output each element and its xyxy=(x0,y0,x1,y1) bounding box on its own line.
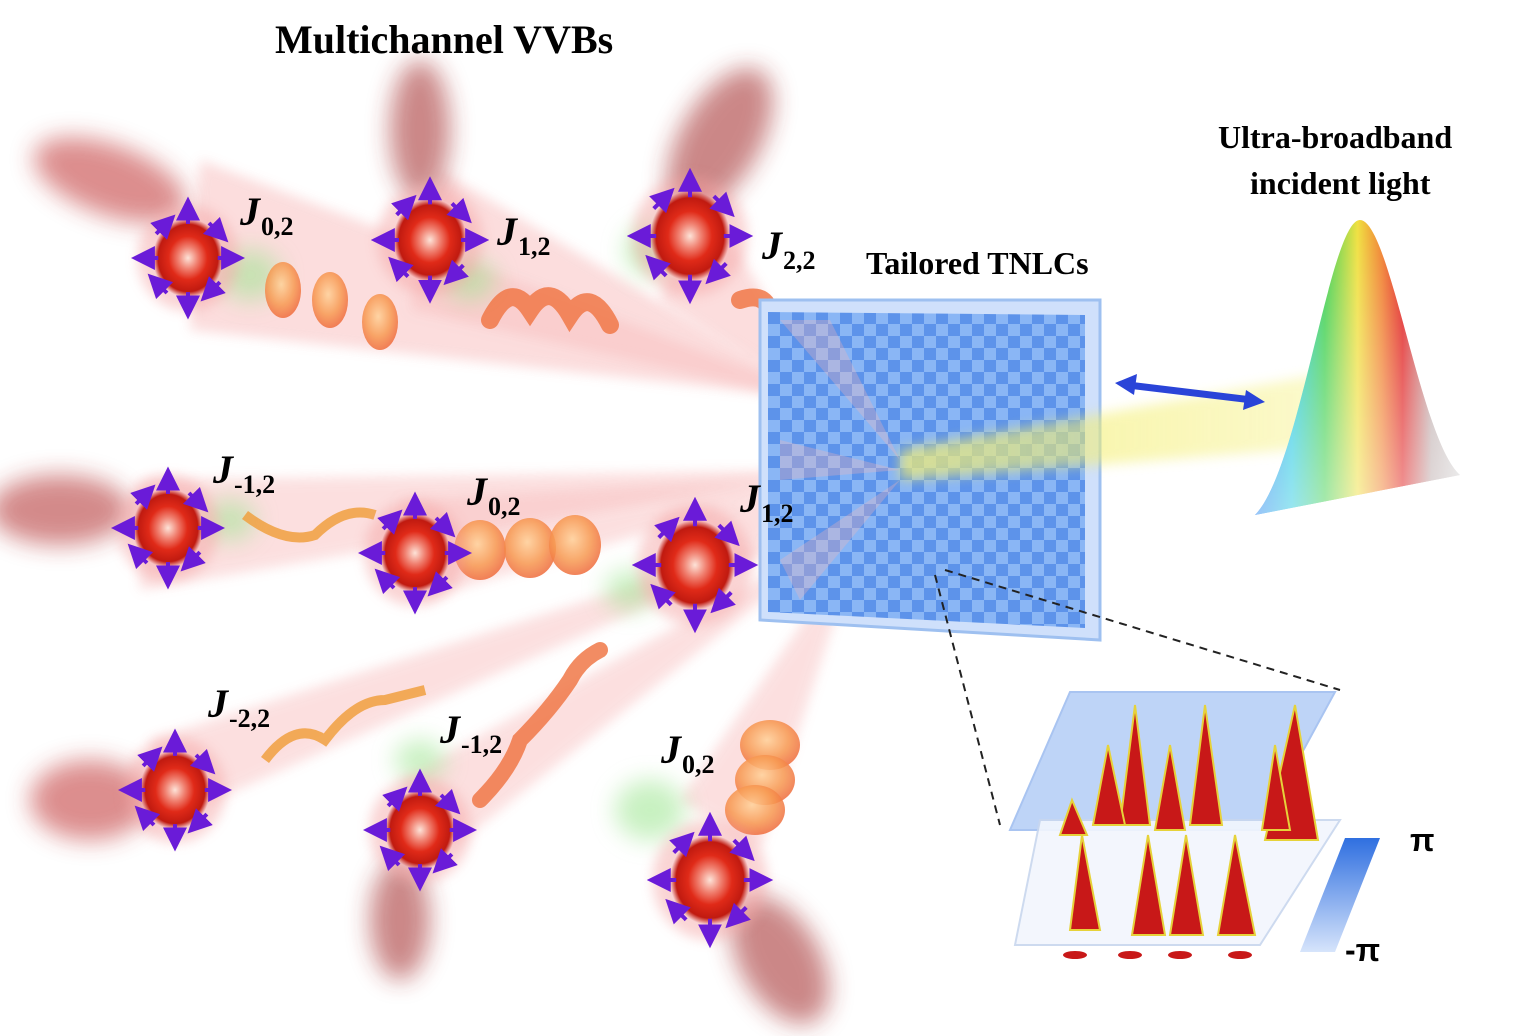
polarization-arrow-icon xyxy=(150,214,176,240)
polarization-arrow-icon xyxy=(377,509,403,535)
polarization-arrow-icon xyxy=(382,786,408,812)
polarization-arrow-icon xyxy=(189,748,216,775)
polarization-arrow-icon xyxy=(705,258,731,285)
polarization-arrow-icon xyxy=(709,191,735,218)
polarization-arrow-icon xyxy=(388,256,414,283)
fan-beams xyxy=(780,320,900,600)
beam-label-r1b: J1,2 xyxy=(497,209,551,261)
polarization-arrow-icon xyxy=(182,486,209,513)
polarization-arrow-icon xyxy=(130,484,156,510)
vvb-spot-r2c xyxy=(631,496,759,634)
device-label: Tailored TNLCs xyxy=(866,245,1089,281)
vvb-spot-r3a xyxy=(117,728,233,852)
beam-label-r3c: J0,2 xyxy=(661,727,715,779)
beam-label-r1a: J0,2 xyxy=(240,189,294,241)
polarization-arrow-icon xyxy=(374,568,401,595)
polarization-arrow-icon xyxy=(137,746,163,772)
phase-min-label: -π xyxy=(1345,932,1381,968)
polarization-arrow-icon xyxy=(446,197,472,224)
vvb-spot-r3c xyxy=(646,811,774,949)
vvb-spot-r3b xyxy=(362,768,478,892)
beam-label-r2b: J0,2 xyxy=(467,469,521,521)
beam-label-r2c: J1,2 xyxy=(740,476,794,528)
page-title: Multichannel VVBs xyxy=(275,17,614,62)
polarization-arrow-icon xyxy=(710,587,736,614)
beam-label-r3a: J-2,2 xyxy=(208,681,271,733)
polarization-arrow-icon xyxy=(654,516,680,543)
cone-r1b xyxy=(410,170,830,405)
polarization-arrow-icon xyxy=(427,571,453,597)
polarization-arrow-icon xyxy=(180,546,206,572)
beam-label-r1c: J2,2 xyxy=(762,223,816,275)
lc-inset xyxy=(1008,691,1380,959)
vvb-spot-r2a xyxy=(110,466,226,590)
source-label-line2: incident light xyxy=(1250,165,1431,201)
polarization-arrow-icon xyxy=(650,583,676,610)
vvb-spot-r1c xyxy=(626,167,754,305)
polarization-arrow-icon xyxy=(429,511,456,538)
zoom-lines xyxy=(934,569,1341,826)
beam-label-r2a: J-1,2 xyxy=(213,447,276,499)
polarization-arrow-icon xyxy=(187,808,213,834)
polarization-arrow-icon xyxy=(729,835,755,862)
vvb-spot-r2b xyxy=(357,491,473,615)
polarization-arrow-icon xyxy=(443,259,469,286)
polarization-arrow-icon xyxy=(391,194,417,221)
vvb-spot-r1b xyxy=(370,176,490,304)
polarization-arrow-icon xyxy=(432,848,458,874)
vvb-spots xyxy=(110,167,774,949)
lc-helices xyxy=(1058,704,1320,936)
lc-bottom-dots xyxy=(1063,951,1252,959)
source-label-line1: Ultra-broadband xyxy=(1218,119,1453,155)
polarization-arrow-icon xyxy=(665,898,691,925)
phase-max-label: π xyxy=(1410,822,1435,858)
polarization-arrow-icon xyxy=(669,831,695,858)
polarization-arrow-icon xyxy=(134,805,161,832)
polarization-arrow-icon xyxy=(1115,374,1265,410)
polarization-arrow-icon xyxy=(649,187,675,214)
beam-label-r3b: J-1,2 xyxy=(440,707,503,759)
polarization-arrow-icon xyxy=(147,273,174,300)
polarization-arrow-icon xyxy=(645,254,671,281)
vvb-spot-r1a xyxy=(130,196,246,320)
polarization-arrow-icon xyxy=(379,845,406,872)
polarization-arrow-icon xyxy=(434,788,461,815)
polarization-arrow-icon xyxy=(725,902,751,929)
spectrum-gaussian xyxy=(1255,220,1460,515)
polarization-arrow-icon xyxy=(200,276,226,302)
phase-bar xyxy=(1300,838,1380,952)
polarization-arrow-icon xyxy=(202,216,229,243)
polarization-arrow-icon xyxy=(714,520,740,547)
beam-cones xyxy=(140,160,860,850)
polarization-arrow-icon xyxy=(127,543,154,570)
